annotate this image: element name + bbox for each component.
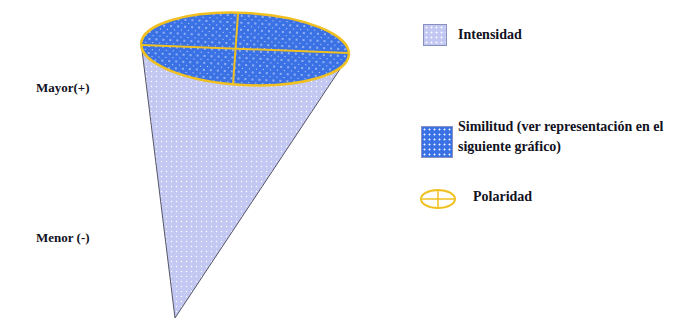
legend-swatch bbox=[421, 126, 453, 158]
polarity-axis bbox=[142, 45, 348, 53]
scale-label: Menor (-) bbox=[36, 230, 90, 246]
legend-text: Similitud (ver representación en el sigu… bbox=[458, 117, 683, 158]
polarity-axis bbox=[437, 190, 439, 208]
scale-label: Mayor(+) bbox=[36, 80, 90, 96]
legend-swatch bbox=[423, 24, 447, 46]
cone-top bbox=[139, 8, 350, 91]
legend-text: Polaridad bbox=[473, 187, 673, 207]
legend-text: Intensidad bbox=[458, 25, 678, 45]
polarity-symbol bbox=[419, 188, 457, 210]
polarity-ellipse bbox=[421, 190, 455, 208]
